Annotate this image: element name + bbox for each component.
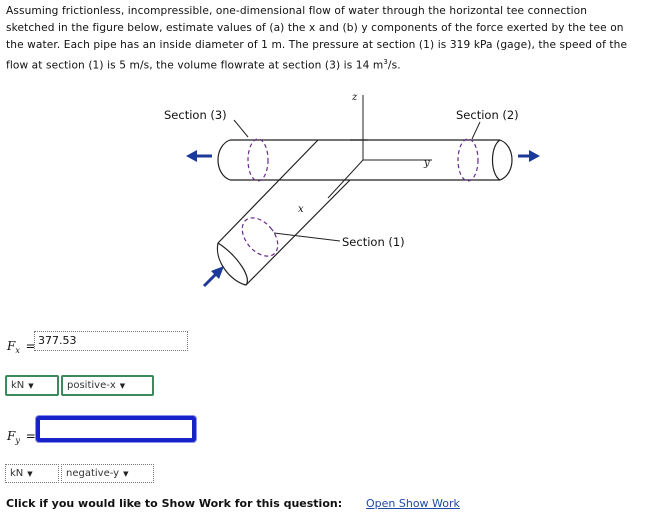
fx-unit-select[interactable]: kN▼ <box>5 375 59 396</box>
horizontal-pipe-right-end <box>491 139 513 181</box>
flow-arrow-in-section-1 <box>202 266 224 288</box>
horizontal-pipe-left-end <box>217 139 231 181</box>
section-3-outline <box>247 138 269 182</box>
diagonal-pipe-lower-edge <box>245 179 351 286</box>
problem-line-4-text: flow at section (1) is 5 m/s, the volume… <box>6 59 384 72</box>
fx-label-main: F <box>7 339 16 353</box>
fx-unit-value: kN <box>11 380 25 391</box>
problem-line-4-suffix: /s. <box>387 59 401 72</box>
fx-equals: = <box>25 339 36 353</box>
section-2-leader <box>471 121 481 140</box>
flow-arrow-out-left <box>186 150 212 162</box>
x-axis <box>327 159 364 199</box>
fx-label: Fx = <box>7 339 36 355</box>
open-show-work-link[interactable]: Open Show Work <box>366 497 460 510</box>
fy-unit-select[interactable]: kN▼ <box>5 464 59 483</box>
section-2-outline <box>457 138 479 182</box>
problem-line-4: flow at section (1) is 5 m/s, the volume… <box>6 54 662 75</box>
problem-line-2: sketched in the figure below, estimate v… <box>6 22 624 34</box>
show-work-prompt: Click if you would like to Show Work for… <box>6 497 343 510</box>
problem-line-1: Assuming frictionless, incompressible, o… <box>6 5 588 17</box>
chevron-down-icon: ▼ <box>28 381 34 390</box>
fy-unit-value: kN <box>10 468 24 479</box>
section-2-label: Section (2) <box>456 108 519 122</box>
fx-direction-select[interactable]: positive-x▼ <box>61 375 154 396</box>
fy-answer-input[interactable] <box>36 416 196 442</box>
section-1-leader <box>273 232 341 242</box>
fx-label-sub: x <box>15 346 20 355</box>
diagonal-pipe-end <box>216 242 248 286</box>
problem-line-4-exponent: 3 <box>383 58 388 66</box>
tee-connection-figure: z y x Section (3) Section (2) Section (1… <box>164 92 540 288</box>
chevron-down-icon: ▼ <box>123 469 129 478</box>
fy-direction-value: negative-y <box>66 468 120 479</box>
x-axis-label: x <box>298 204 304 215</box>
diagonal-pipe-upper-edge <box>217 139 319 244</box>
fy-label-main: F <box>7 429 16 443</box>
fx-direction-value: positive-x <box>67 380 116 391</box>
problem-statement: Assuming frictionless, incompressible, o… <box>6 3 662 75</box>
section-3-leader <box>233 119 249 138</box>
problem-line-3: the water. Each pipe has an inside diame… <box>6 39 628 51</box>
chevron-down-icon: ▼ <box>27 469 33 478</box>
section-3-label: Section (3) <box>164 108 227 122</box>
fy-equals: = <box>25 429 36 443</box>
section-1-outline <box>241 217 279 257</box>
fy-label: Fy = <box>7 429 36 445</box>
fy-direction-select[interactable]: negative-y▼ <box>61 464 154 483</box>
chevron-down-icon: ▼ <box>119 381 126 390</box>
section-1-label: Section (1) <box>342 235 405 249</box>
flow-arrow-out-right <box>518 150 540 162</box>
fy-label-sub: y <box>15 436 20 445</box>
fx-answer-input[interactable]: 377.53 <box>34 331 188 351</box>
z-axis-label: z <box>351 92 358 103</box>
y-axis-label: y <box>423 158 430 169</box>
